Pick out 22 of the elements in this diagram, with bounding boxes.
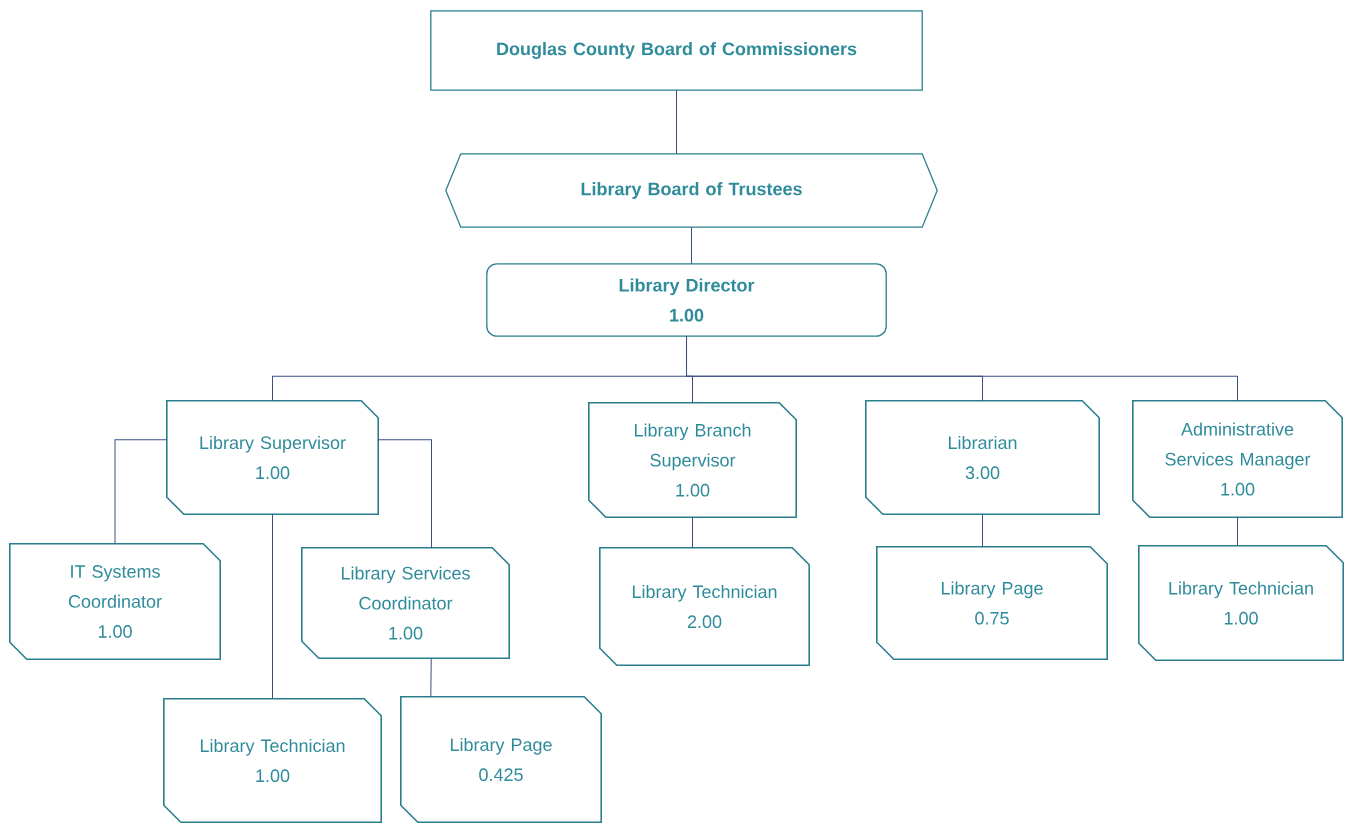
position-box: Library Supervisor 1.00 — [166, 400, 379, 515]
position-box: Library Page 0.425 — [400, 696, 602, 823]
connector-line — [676, 89, 677, 155]
position-box: Librarian 3.00 — [865, 400, 1100, 515]
connector-line — [1237, 516, 1238, 547]
position-box: IT Systems Coordinator 1.00 — [9, 543, 221, 660]
connector-line — [272, 513, 273, 700]
connector-line — [982, 513, 983, 548]
connector-line — [430, 657, 432, 698]
connector-line — [691, 226, 692, 265]
rounded-box: Library Director 1.00 — [486, 263, 887, 337]
position-box: Library Technician 2.00 — [599, 547, 810, 666]
position-box: Library Technician 1.00 — [1138, 545, 1344, 661]
position-box: Administrative Services Manager 1.00 — [1132, 400, 1343, 518]
hexagon-box: Library Board of Trustees — [445, 153, 938, 228]
connector-line — [692, 516, 693, 549]
board-box: Douglas County Board of Commissioners — [430, 10, 923, 91]
position-box: Library Services Coordinator 1.00 — [301, 547, 510, 659]
position-box: Library Technician 1.00 — [163, 698, 382, 823]
position-box: Library Page 0.75 — [876, 546, 1108, 660]
connector-line — [686, 335, 1238, 402]
position-box: Library Branch Supervisor 1.00 — [588, 402, 797, 518]
